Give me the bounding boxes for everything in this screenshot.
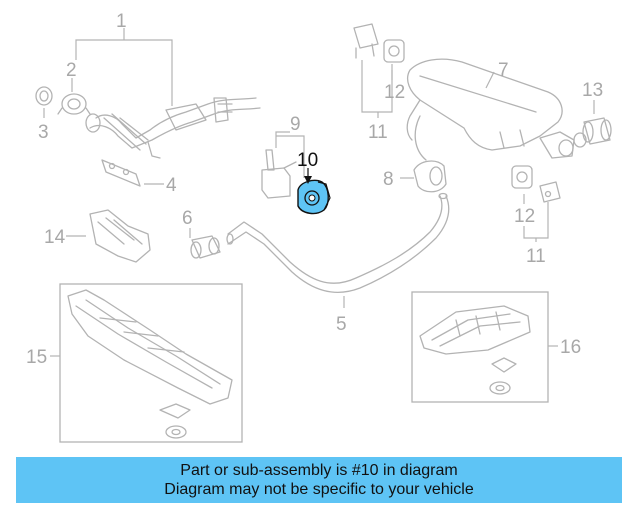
rubber-mount-top bbox=[353, 23, 405, 63]
callout-3: 3 bbox=[38, 122, 49, 143]
callout-12-top: 12 bbox=[384, 82, 405, 103]
callout-4: 4 bbox=[166, 175, 177, 196]
underbody-heat-shield bbox=[67, 289, 233, 439]
callout-11-top: 11 bbox=[368, 122, 388, 143]
exhaust-hanger-highlighted bbox=[297, 179, 331, 215]
rear-heat-shield bbox=[419, 305, 531, 395]
callout-1: 1 bbox=[116, 11, 127, 32]
tail-pipe-tips bbox=[582, 117, 612, 145]
callout-10: 10 bbox=[297, 150, 318, 171]
part-15-box bbox=[59, 283, 243, 443]
callout-15: 15 bbox=[26, 347, 47, 368]
callout-14: 14 bbox=[44, 227, 66, 248]
callout-8: 8 bbox=[383, 169, 394, 190]
callout-11-bottom: 11 bbox=[526, 246, 546, 267]
small-pipe-section bbox=[190, 235, 221, 259]
callout-6: 6 bbox=[182, 208, 193, 229]
flange-clamp bbox=[57, 93, 91, 115]
callout-16: 16 bbox=[560, 337, 581, 358]
info-banner: Part or sub-assembly is #10 in diagram D… bbox=[16, 457, 622, 503]
front-pipe-catalytic-converter bbox=[85, 97, 261, 159]
pipe-connector bbox=[413, 115, 447, 193]
callout-9: 9 bbox=[290, 114, 301, 135]
heat-shield-small bbox=[89, 209, 151, 263]
banner-line-2: Diagram may not be specific to your vehi… bbox=[164, 481, 474, 498]
exhaust-parts-diagram: 1 2 3 4 9 10 bbox=[26, 11, 612, 443]
gasket-ring bbox=[35, 86, 53, 106]
part-16-box bbox=[411, 291, 549, 403]
banner-line-1: Part or sub-assembly is #10 in diagram bbox=[180, 462, 458, 479]
callout-5: 5 bbox=[336, 314, 347, 335]
rubber-mount-bottom bbox=[511, 165, 561, 203]
hanger-bracket bbox=[261, 149, 297, 199]
callout-7: 7 bbox=[498, 60, 509, 81]
callout-12-bottom: 12 bbox=[514, 206, 535, 227]
intermediate-pipe bbox=[226, 192, 450, 293]
rear-muffler bbox=[406, 58, 587, 159]
bracket bbox=[101, 159, 141, 187]
callout-2: 2 bbox=[66, 60, 77, 81]
callout-13: 13 bbox=[582, 80, 603, 101]
